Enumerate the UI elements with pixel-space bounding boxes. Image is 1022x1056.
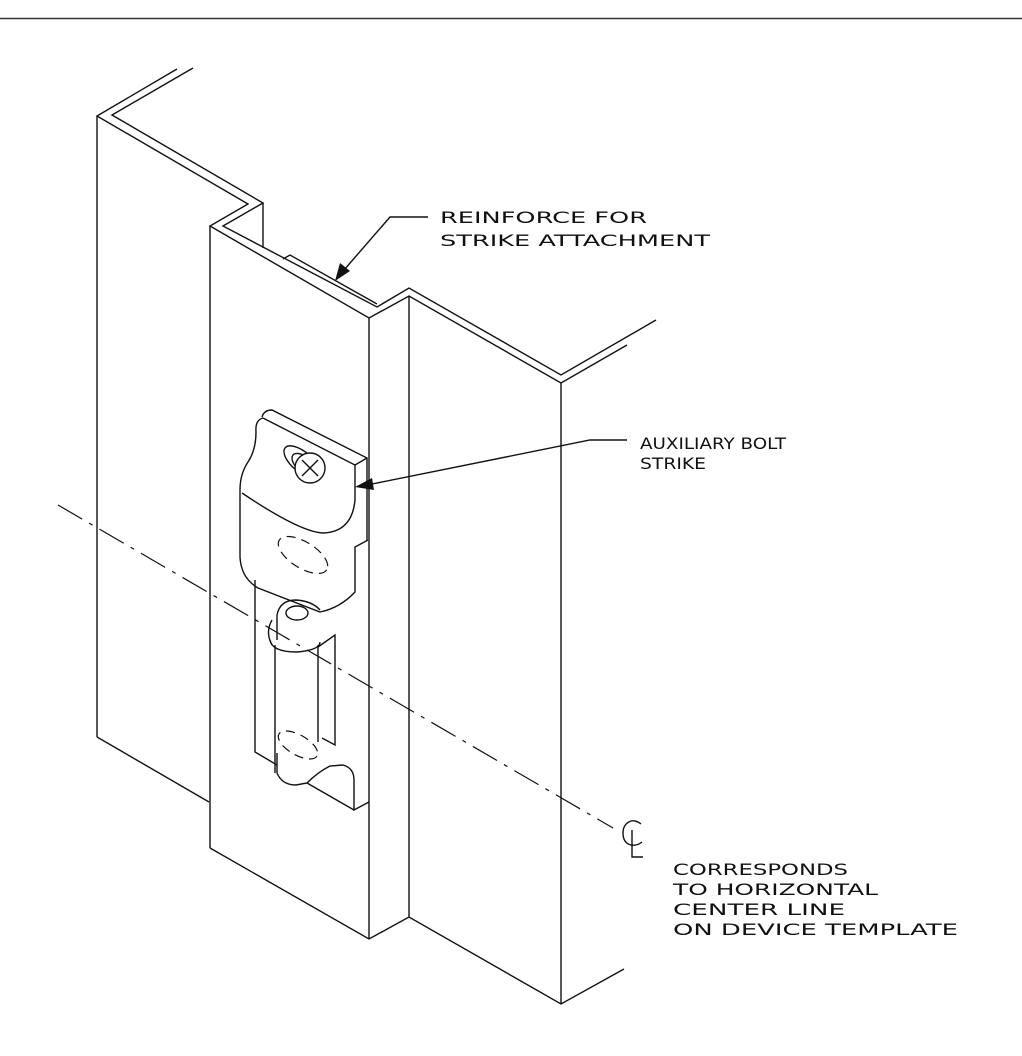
arrowhead-icon — [335, 263, 350, 281]
reinforce-leader — [335, 216, 428, 281]
auxiliary-bolt-strike — [239, 409, 370, 812]
strike-label-line-1: AUXILIARY BOLT — [640, 434, 786, 453]
roller-top — [269, 639, 321, 653]
center-line-note-line-4: ON DEVICE TEMPLATE — [673, 920, 958, 939]
center-line-symbol-icon — [622, 820, 643, 858]
hidden-mounting-hole — [277, 535, 329, 575]
strike-pocket-right — [317, 633, 336, 747]
strike-body-outline — [239, 417, 369, 613]
center-line-note-line-2: TO HORIZONTAL — [671, 880, 878, 899]
roller-top-arc — [267, 619, 273, 646]
center-line-note-line-1: CORRESPONDS — [673, 860, 848, 879]
strike-face-upper — [241, 417, 356, 534]
strike-top-back-edge — [261, 409, 368, 540]
strike-tab-hole — [285, 605, 309, 621]
strike-lower-lip — [276, 753, 370, 812]
frame-outer-edge — [95, 68, 628, 384]
horizontal-center-line — [57, 504, 614, 829]
roller-hidden-end — [277, 730, 319, 760]
strike-label-line-2: STRIKE — [640, 454, 706, 473]
frame-left-bottom — [96, 736, 210, 803]
door-frame — [95, 67, 657, 1005]
strike-pocket-left — [254, 580, 278, 766]
strike-tab — [276, 599, 321, 640]
strike-lower-lip-edge — [306, 782, 355, 811]
frame-bottom-edge — [209, 847, 625, 1005]
arrowhead-icon — [355, 478, 374, 490]
reinforce-label-line-2: STRIKE ATTACHMENT — [440, 231, 710, 250]
screw-icon — [294, 452, 326, 484]
reinforce-label-line-1: REINFORCE FOR — [440, 208, 647, 227]
reinforcement-plate — [282, 254, 378, 305]
strike-leader — [355, 439, 627, 490]
center-line-note-line-3: CENTER LINE — [673, 900, 845, 919]
strike-top-corner — [354, 457, 368, 466]
frame-inner-edge — [110, 67, 657, 376]
